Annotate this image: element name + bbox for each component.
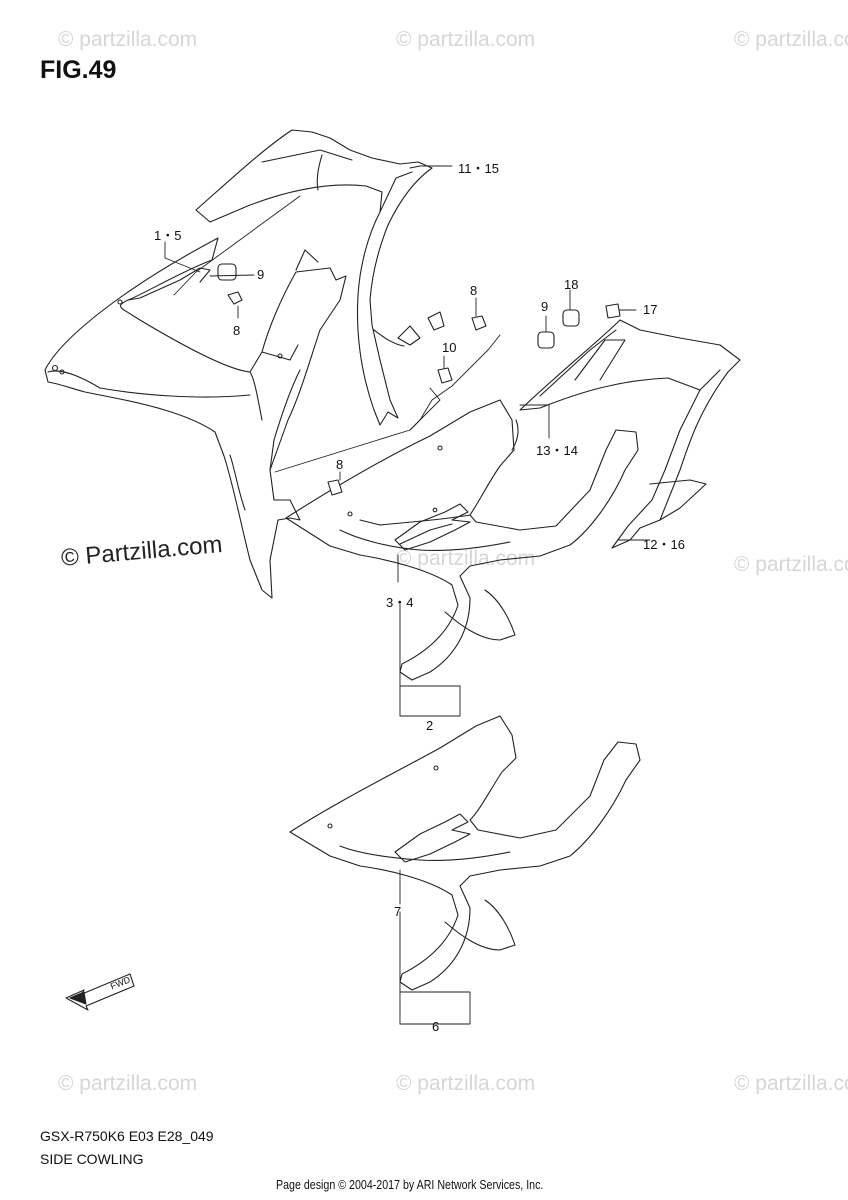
callout-1-5: 1・5 bbox=[154, 228, 182, 243]
watermark: © partzilla.com bbox=[734, 553, 848, 576]
footer-copyright: Page design © 2004-2017 by ARI Network S… bbox=[276, 1177, 544, 1192]
callout-8: 8 bbox=[336, 457, 344, 472]
lower-side-cowl-part bbox=[285, 399, 639, 681]
callout-18: 18 bbox=[564, 277, 579, 292]
inner-panel-part bbox=[195, 129, 445, 426]
callout-12-16: 12・16 bbox=[643, 537, 685, 552]
bottom-cowl-part bbox=[289, 715, 641, 991]
callout-17: 17 bbox=[643, 302, 658, 317]
upper-side-cowl-part bbox=[44, 237, 347, 599]
right-cover-part bbox=[519, 319, 741, 549]
callout-3-4: 3・4 bbox=[386, 595, 414, 610]
watermark: © partzilla.com bbox=[58, 1072, 198, 1095]
watermark: © partzilla.com bbox=[396, 547, 536, 570]
leader-lines bbox=[164, 165, 651, 1025]
callout-11-15: 11・15 bbox=[458, 161, 499, 176]
model-code: GSX-R750K6 E03 E28_049 bbox=[40, 1128, 214, 1144]
watermark: © partzilla.com bbox=[396, 28, 536, 51]
fasteners bbox=[217, 263, 621, 496]
callout-9: 9 bbox=[541, 299, 549, 314]
figure-title: FIG.49 bbox=[40, 56, 117, 84]
watermark: © partzilla.com bbox=[734, 1072, 848, 1095]
callout-10: 10 bbox=[442, 340, 457, 355]
fwd-arrow-icon bbox=[65, 973, 135, 1011]
section-name: SIDE COWLING bbox=[40, 1151, 144, 1167]
watermark: © partzilla.com bbox=[396, 1072, 536, 1095]
watermark: © partzilla.com bbox=[734, 28, 848, 51]
callout-7: 7 bbox=[394, 904, 402, 919]
callout-6: 6 bbox=[432, 1019, 440, 1034]
callout-2: 2 bbox=[426, 718, 434, 733]
callout-9: 9 bbox=[257, 267, 265, 282]
callout-8: 8 bbox=[233, 323, 241, 338]
callout-8: 8 bbox=[470, 283, 478, 298]
watermark: © partzilla.com bbox=[58, 28, 198, 51]
callout-13-14: 13・14 bbox=[536, 443, 578, 458]
